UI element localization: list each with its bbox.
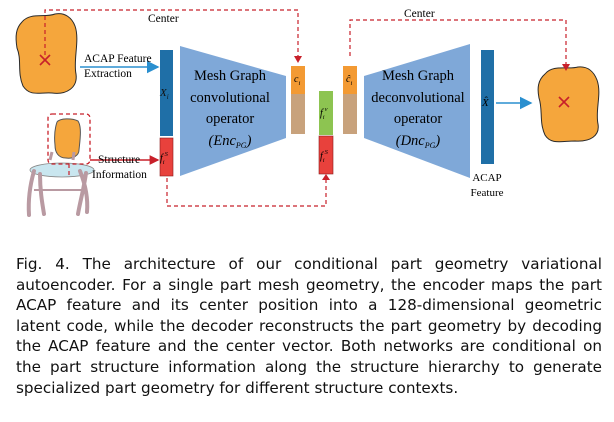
caption-line: the part structure information along the… [16, 357, 602, 376]
latent-tan-left [291, 94, 305, 134]
decoder-label-4: (DncPG) [396, 133, 441, 150]
fiv-label: fiv [320, 106, 328, 121]
output-acap-bar [481, 50, 494, 164]
ci-label: ci [294, 74, 300, 87]
encoder-block [180, 46, 286, 176]
encoder-label-2: convolutional [190, 90, 270, 106]
input-part-shape [15, 13, 78, 94]
decoder-block [364, 44, 470, 178]
decoder-label-2: deconvolutional [371, 90, 464, 106]
dashed-connectors [44, 9, 567, 207]
center-label-left: Center [148, 13, 179, 25]
acap-extraction-label-2: Extraction [84, 68, 132, 80]
center-label-right: Center [404, 8, 435, 20]
fis-label-mid: fiS [320, 149, 329, 164]
caption-line: ACAP feature and its center position int… [16, 296, 602, 315]
output-part-shape [537, 66, 600, 143]
caption-line: autoencoder. For a single part mesh geom… [16, 275, 602, 294]
figure-caption: Fig. 4. The architecture of our conditio… [16, 254, 602, 398]
structure-label-2: Information [92, 169, 147, 181]
structure-label-1: Structure [98, 154, 140, 166]
latent-tan-right [343, 94, 357, 134]
input-acap-bar [160, 50, 173, 136]
caption-line: latent code, while the decoder reconstru… [16, 316, 602, 335]
caption-line: specialized part geometry for different … [16, 378, 459, 397]
xhat-label: X̂ [481, 96, 490, 109]
xi-label: Xi [159, 87, 169, 101]
structure-feature-bar [159, 137, 174, 177]
decoder-label-1: Mesh Graph [382, 68, 455, 84]
architecture-diagram: ACAP Feature Extraction Structure Inform… [15, 8, 600, 217]
fis-label-left: fiS [160, 151, 169, 166]
encoder-label-4: (EncPG) [209, 133, 252, 150]
acap-out-label-1: ACAP [472, 172, 501, 184]
encoder-label-1: Mesh Graph [194, 68, 267, 84]
acap-extraction-label-1: ACAP Feature [84, 53, 152, 65]
caption-line: Fig. 4. The architecture of our conditio… [16, 255, 602, 273]
dashed-arrowheads [294, 56, 570, 180]
center-cross-icon-right [558, 96, 570, 108]
cihat-label: ĉi [346, 74, 352, 87]
chair-model [26, 118, 95, 217]
caption-line: the ACAP feature and the center vector. … [16, 337, 602, 356]
encoder-label-3: operator [206, 111, 254, 127]
center-code-cihat [343, 66, 357, 94]
center-code-ci [291, 66, 305, 94]
acap-out-label-2: Feature [471, 187, 504, 199]
latent-code-fiv [319, 91, 333, 135]
decoder-label-3: operator [394, 111, 442, 127]
center-cross-icon-left [39, 54, 51, 66]
